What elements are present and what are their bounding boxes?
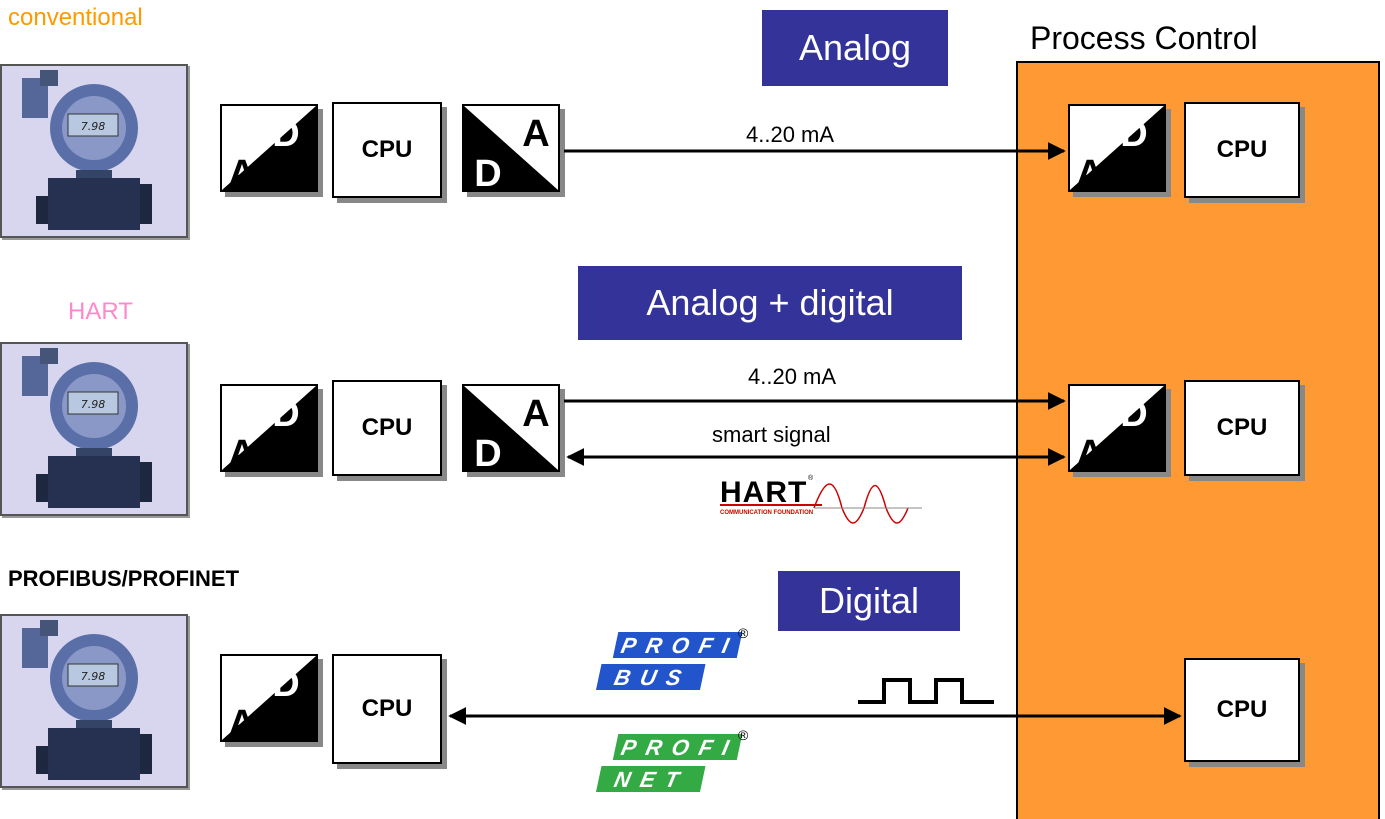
- cpu-box: CPU: [332, 654, 442, 764]
- process-cpu-box: CPU: [1184, 380, 1300, 476]
- ad-converter: D A: [1068, 104, 1166, 192]
- title-digital: Digital: [778, 571, 960, 631]
- process-cpu-box: CPU: [1184, 102, 1300, 198]
- converter-d-label: D: [1120, 393, 1147, 435]
- cpu-box: CPU: [332, 380, 442, 476]
- process-cpu-box: CPU: [1184, 658, 1300, 762]
- svg-text:®: ®: [738, 625, 749, 641]
- signal-label-smart-signal: smart signal: [712, 422, 831, 447]
- device-display-value: 7.98: [81, 120, 106, 133]
- converter-d-label: D: [272, 393, 299, 435]
- device-display-value: 7.98: [81, 670, 106, 683]
- ad-converter: D A: [220, 104, 318, 192]
- section-label-conventional: conventional: [8, 4, 143, 31]
- transmitter-device-image: 7.98: [0, 614, 188, 788]
- profinet-logo: PROFI NET ®: [590, 726, 760, 798]
- hart-logo-text: HART: [720, 476, 807, 509]
- converter-d-label: D: [1120, 113, 1147, 155]
- converter-a-label: A: [228, 433, 255, 470]
- cpu-box: CPU: [332, 102, 442, 198]
- converter-a-label: A: [1076, 153, 1103, 190]
- da-converter: A D: [462, 104, 560, 192]
- converter-a-label: A: [522, 393, 549, 435]
- transmitter-device-image: 7.98: [0, 342, 188, 516]
- signal-label-4-20ma: 4..20 mA: [748, 364, 837, 389]
- da-converter: A D: [462, 384, 560, 472]
- converter-a-label: A: [228, 153, 255, 190]
- profibus-logo-top: PROFI: [619, 633, 741, 658]
- title-analog: Analog: [762, 10, 948, 86]
- converter-d-label: D: [474, 153, 501, 190]
- ad-converter: D A: [1068, 384, 1166, 472]
- converter-a-label: A: [1076, 433, 1103, 470]
- converter-d-label: D: [474, 433, 501, 470]
- ad-converter: D A: [220, 654, 318, 742]
- converter-a-label: A: [228, 703, 255, 740]
- profibus-logo: PROFI BUS ®: [590, 624, 760, 696]
- transmitter-device-image: 7.98: [0, 64, 188, 238]
- title-analog-digital: Analog + digital: [578, 266, 962, 340]
- hart-logo: HART ® COMMUNICATION FOUNDATION: [718, 472, 922, 526]
- hart-logo-subtitle: COMMUNICATION FOUNDATION: [720, 510, 813, 516]
- profinet-logo-top: PROFI: [619, 735, 741, 760]
- section-label-hart: HART: [68, 298, 133, 325]
- ad-converter: D A: [220, 384, 318, 472]
- converter-a-label: A: [522, 113, 549, 155]
- section-label-profibus: PROFIBUS/PROFINET: [8, 566, 240, 591]
- process-control-title: Process Control: [1030, 20, 1258, 56]
- square-wave-icon: [858, 678, 994, 704]
- converter-d-label: D: [272, 113, 299, 155]
- svg-text:®: ®: [738, 727, 749, 743]
- profibus-logo-bottom: BUS: [612, 665, 694, 690]
- profinet-logo-bottom: NET: [612, 767, 691, 792]
- svg-text:®: ®: [808, 474, 814, 482]
- signal-label-4-20ma: 4..20 mA: [746, 122, 835, 147]
- converter-d-label: D: [272, 663, 299, 705]
- device-display-value: 7.98: [81, 398, 106, 411]
